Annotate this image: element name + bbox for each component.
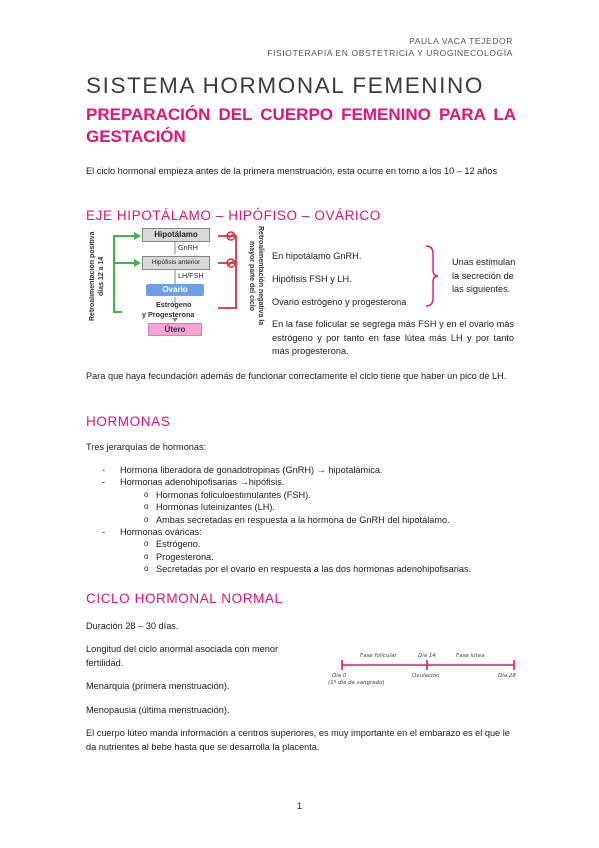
section-heading-ciclo: CICLO HORMONAL NORMAL [86,591,283,606]
axis-list-item: Ovario estrógeno y progesterona [272,297,407,307]
menarquia-text: Menarquia (primera menstruación). [86,681,230,691]
axis-list-item: En hipotálamo GnRH. [272,251,362,261]
intro-paragraph: El ciclo hormonal empieza antes de la pr… [86,166,498,176]
hormonas-list: Hormona liberadora de gonadotropinas (Gn… [86,464,526,576]
section-heading-eje: EJE HIPOTÁLAMO – HIPÓFISO – OVÁRICO [86,208,381,223]
timeline-dia14: Día 14 [418,653,436,659]
lhfsh-label: LH/FSH [178,271,204,280]
hipofisis-box: Hipófisis anterior [142,256,210,270]
timeline-line [341,660,515,670]
list-subitem: Estrógeno. [86,538,526,551]
fecundacion-paragraph: Para que haya fecundación además de func… [86,371,507,381]
timeline-dia0-note: (1º día de sangrado) [328,680,385,686]
list-subitem: Progesterona. [86,551,526,564]
section-heading-hormonas: HORMONAS [86,414,171,429]
estrogeno-label: Estrógeno [156,300,192,309]
ovario-box: Ovario [146,284,204,296]
positive-feedback-label: Retroalimentación positiva días 12 a 14 [89,231,105,321]
list-subitem: Secretadas por el ovario en respuesta a … [86,563,526,576]
hormonas-intro: Tres jerarquías de hormonas: [86,442,207,452]
duracion-text: Duración 28 – 30 días. [86,621,179,631]
page-subtitle: PREPARACIÓN DEL CUERPO FEMENINO PARA LA … [86,105,516,146]
timeline-dia28: Día 28 [498,673,516,679]
longitud-text: Longitud del ciclo anormal asociada con … [86,644,279,668]
list-subitem: Hormonas foliculoestimulantes (FSH). [86,489,526,502]
header: PAULA VACA TEJEDOR FISIOTERAPIA EN OBSTE… [267,35,513,59]
list-subitem: Hormonas luteinizantes (LH). [86,501,526,514]
timeline-dia0: Día 0 [332,673,347,679]
cuerpo-luteo-paragraph: El cuerpo lúteo manda información a cent… [86,728,510,752]
menopausia-text: Menopausia (última menstruación). [86,705,230,715]
list-item: Hormona liberadora de gonadotropinas (Gn… [86,464,526,477]
phase-note: En la fase folicular se segrega más FSH … [272,319,514,356]
utero-box: Útero [148,323,202,336]
cycle-timeline: Fase folicular Fase lútea Día 14 Día 0 (… [326,640,524,692]
diagram-arrows [113,231,237,328]
brace-note: Unas estimulan la secreción de las sigui… [452,257,516,294]
list-item: Hormonas adenohipofisarias →hipófisis. [86,476,526,489]
author-name: PAULA VACA TEJEDOR [409,36,513,46]
brace-icon [425,245,439,307]
progesterona-label: y Progesterona [142,310,195,319]
gnrh-label: GnRH [178,243,198,252]
page-number: 1 [296,801,303,811]
axis-list-item: Hipófisis FSH y LH. [272,274,352,284]
timeline-fase-folicular: Fase folicular [360,653,397,659]
hormonal-axis-diagram: Retroalimentación positiva días 12 a 14 … [86,226,266,338]
page-title: SISTEMA HORMONAL FEMENINO [86,73,484,98]
list-item: Hormonas ováricas: [86,526,526,539]
timeline-fase-lutea: Fase lútea [456,653,485,659]
negative-feedback-label: Retroalimentación negativa la mayor part… [248,226,264,326]
axis-list: En hipotálamo GnRH. Hipófisis FSH y LH. … [272,250,406,310]
timeline-ovulacion: Ovulación [412,673,440,679]
course-name: FISIOTERAPIA EN OBSTETRICIA Y UROGINECOL… [267,48,513,58]
hipotalamo-box: Hipotálamo [142,228,210,242]
list-subitem: Ambas secretadas en respuesta a la hormo… [86,514,526,527]
